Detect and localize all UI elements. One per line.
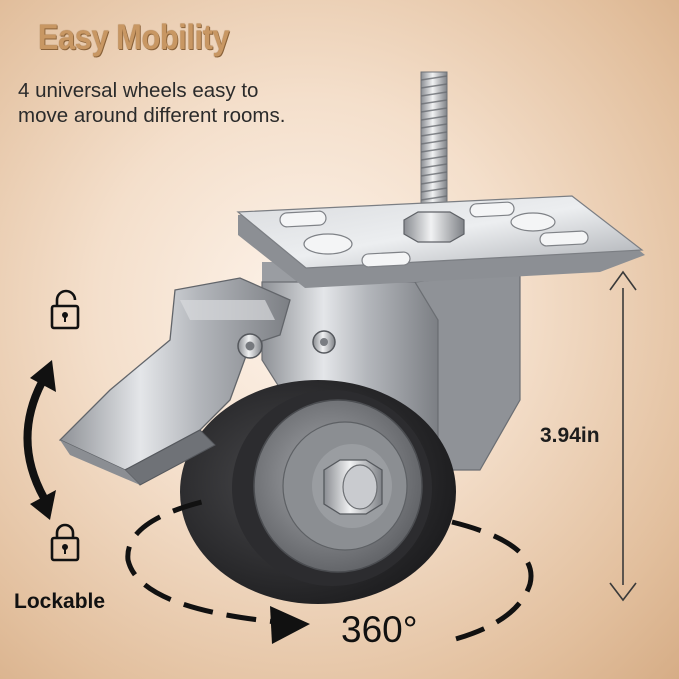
description-line-1: 4 universal wheels easy to: [18, 79, 259, 102]
description-line-2: move around different rooms.: [18, 104, 286, 127]
rotation-label: 360°: [341, 609, 418, 650]
unlocked-padlock-icon: [50, 289, 80, 330]
headline: Easy Mobility: [38, 18, 230, 57]
brake-lever: [58, 277, 291, 486]
dimension-arrow-icon: [609, 270, 637, 602]
threaded-stem: [420, 71, 448, 228]
wheel: [180, 380, 456, 604]
lockable-label: Lockable: [14, 590, 106, 613]
feature-description: 4 universal wheels easy to move around d…: [18, 78, 348, 128]
height-measurement-label: 3.94in: [540, 424, 600, 447]
locked-padlock-icon: [50, 523, 80, 562]
mounting-plate: [236, 195, 645, 288]
rotation-arrow-icon: [125, 497, 534, 644]
curved-double-arrow-icon: [23, 360, 56, 520]
